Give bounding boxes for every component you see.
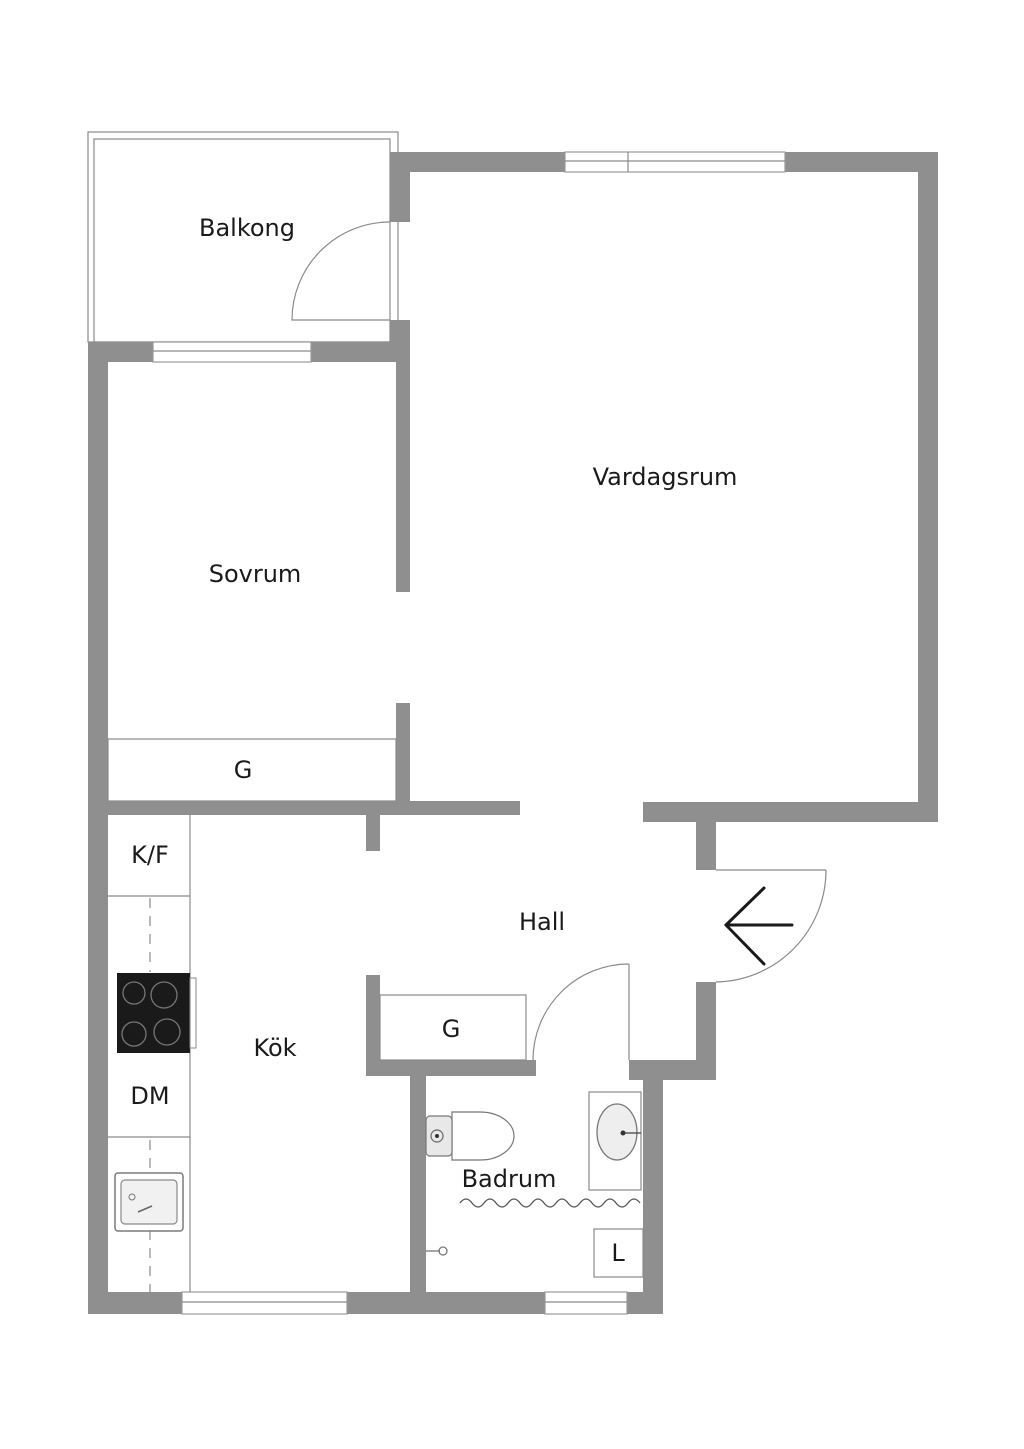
- toilet-icon: [425, 1111, 515, 1161]
- stove-icon: [117, 973, 197, 1053]
- room-label-balkong: Balkong: [199, 214, 295, 242]
- windows: [152, 151, 786, 1315]
- shower-curtain: [459, 1198, 641, 1208]
- linen-cabinet-label: L: [611, 1239, 625, 1267]
- doors: [291, 221, 827, 1061]
- entrance-arrow-icon: [724, 886, 794, 966]
- shower-head-icon: [426, 1246, 448, 1256]
- dishwasher-label: DM: [130, 1082, 169, 1110]
- bedroom-wardrobe: [107, 738, 397, 802]
- hall-wardrobe: [379, 994, 527, 1061]
- room-label-badrum: Badrum: [462, 1165, 557, 1193]
- room-label-vardagsrum: Vardagsrum: [593, 463, 738, 491]
- washbasin-icon: [588, 1091, 642, 1191]
- fridge-freezer-label: K/F: [131, 841, 169, 869]
- room-label-sovrum: Sovrum: [209, 560, 302, 588]
- linen-cabinet: [593, 1228, 644, 1278]
- room-label-hall: Hall: [519, 908, 565, 936]
- room-label-kok: Kök: [253, 1034, 296, 1062]
- wardrobe-label-sovrum: G: [234, 756, 253, 784]
- wardrobe-label-hall: G: [442, 1015, 461, 1043]
- kitchen-sink-icon: [114, 1172, 184, 1232]
